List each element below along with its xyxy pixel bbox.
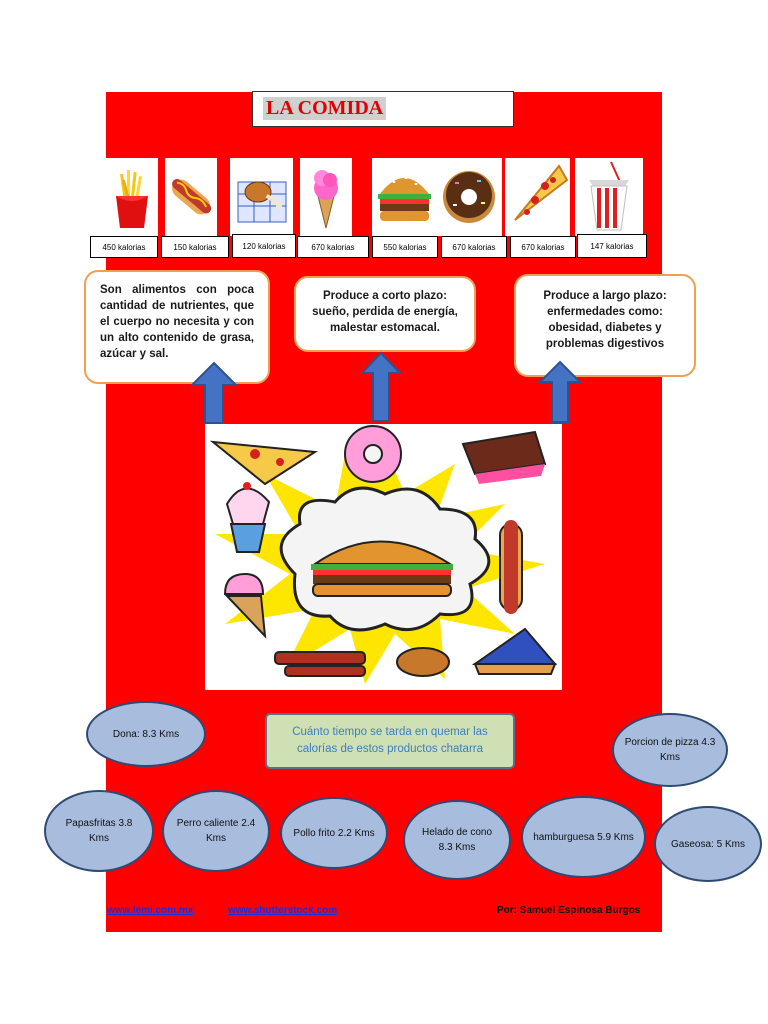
short-term-effects-box: Produce a corto plazo: sueño, perdida de… [294, 276, 476, 352]
burn-oval-helado: Helado de cono 8.3 Kms [403, 800, 511, 880]
link-lemi[interactable]: www.lemi.com.mx [107, 905, 194, 916]
calorie-label: 670 kalorias [297, 236, 369, 258]
up-arrow-icon [538, 360, 582, 423]
calorie-label: 450 kalorias [90, 236, 158, 258]
burn-oval-dona: Dona: 8.3 Kms [86, 701, 206, 767]
chicken-leg-icon [230, 158, 293, 236]
calorie-label: 150 kalorias [161, 236, 229, 258]
calorie-label: 670 kalorias [510, 236, 576, 258]
burn-oval-pollo-frito: Pollo frito 2.2 Kms [280, 797, 388, 869]
author-credit: Por: Samuel Espinosa Burgos [497, 905, 641, 916]
pizza-slice-icon [505, 158, 570, 236]
calorie-label: 550 kalorias [372, 236, 438, 258]
calorie-label: 670 kalorias [441, 236, 507, 258]
hotdog-icon [165, 158, 217, 236]
up-arrow-icon [190, 361, 238, 424]
junk-food-collage-image [205, 424, 562, 690]
link-shutterstock[interactable]: www.shutterstock.com [228, 905, 338, 916]
definition-box: Son alimentos con poca cantidad de nutri… [84, 270, 270, 384]
burn-oval-gaseosa: Gaseosa: 5 Kms [654, 806, 762, 882]
burn-oval-papasfritas: Papasfritas 3.8 Kms [44, 790, 154, 872]
soda-cup-icon [575, 158, 643, 236]
calorie-label: 147 kalorias [577, 234, 647, 258]
burn-oval-pizza: Porcion de pizza 4.3 Kms [612, 713, 728, 787]
hamburger-icon [372, 158, 437, 236]
fries-icon [106, 158, 158, 236]
page-title: LA COMIDA [263, 97, 387, 120]
ice-cream-cone-icon [300, 158, 352, 236]
donut-icon [437, 158, 502, 236]
burn-oval-hamburguesa: hamburguesa 5.9 Kms [521, 796, 646, 878]
calorie-label: 120 kalorias [232, 234, 296, 258]
up-arrow-icon [360, 351, 402, 422]
burn-oval-perro-caliente: Perro caliente 2.4 Kms [162, 790, 270, 872]
title-box: LA COMIDA [252, 91, 514, 127]
long-term-effects-box: Produce a largo plazo: enfermedades como… [514, 274, 696, 377]
burn-question-box: Cuánto tiempo se tarda en quemar las cal… [265, 713, 515, 769]
